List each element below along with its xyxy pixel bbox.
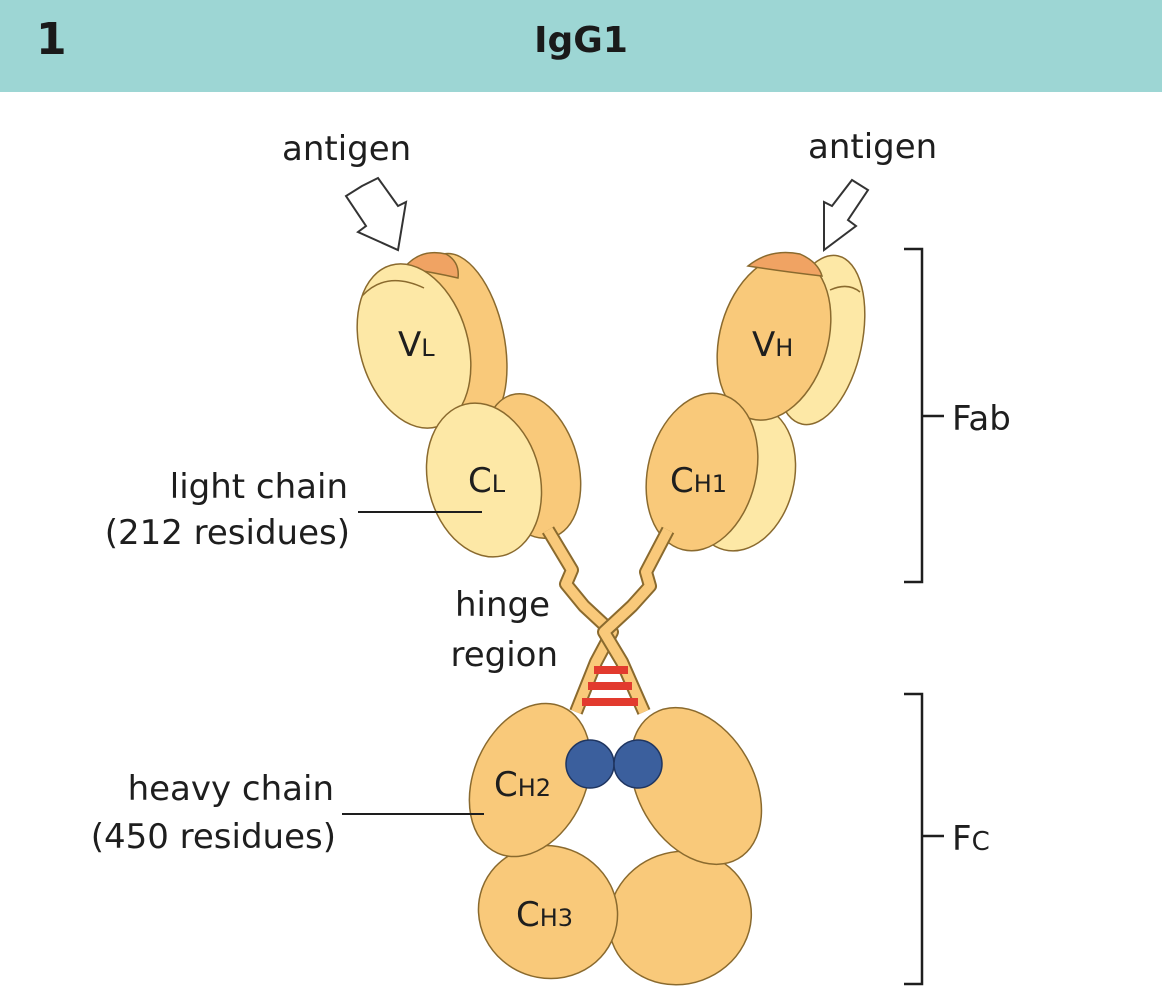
right-ch2-domain	[629, 706, 763, 866]
right-antigen-binding-site	[746, 251, 824, 277]
light-chain-residues-label: (212 residues)	[105, 513, 350, 553]
ch1-label: CH1	[670, 461, 727, 501]
fab-bracket	[904, 247, 944, 584]
light-chain-label: light chain	[170, 467, 348, 507]
heavy-chain-residues-label: (450 residues)	[91, 817, 336, 857]
ch1-domain	[645, 392, 759, 552]
disulfide-bonds	[582, 666, 638, 706]
antigen-label-left: antigen	[282, 129, 411, 169]
figure-number: 1	[36, 14, 67, 65]
antigen-arrow-left	[344, 176, 408, 252]
hinge-strands	[541, 526, 675, 715]
fc-bracket	[904, 692, 944, 986]
fab-label: Fab	[952, 399, 1011, 439]
ch2-label: CH2	[494, 765, 551, 805]
cl-label: CL	[468, 461, 506, 501]
right-ch3-domain	[607, 850, 753, 986]
left-antigen-binding-site	[402, 251, 459, 279]
hinge-label: hinge	[455, 585, 550, 625]
antigen-label-right: antigen	[808, 127, 937, 167]
vh-label: VH	[752, 325, 793, 365]
carbohydrate-groups	[565, 739, 663, 789]
ch2-domain	[468, 702, 592, 858]
cl-domain	[425, 402, 543, 558]
ch3-domain	[477, 844, 619, 980]
region-label: region	[450, 635, 558, 675]
figure-title: IgG1	[534, 20, 628, 61]
heavy-chain-label: heavy chain	[128, 769, 334, 809]
vl-label: VL	[398, 325, 435, 365]
antigen-arrow-right	[823, 178, 870, 252]
ch3-label: CH3	[516, 895, 573, 935]
fc-label: FC	[952, 819, 990, 859]
header-bar: 1 IgG1	[0, 0, 1162, 92]
